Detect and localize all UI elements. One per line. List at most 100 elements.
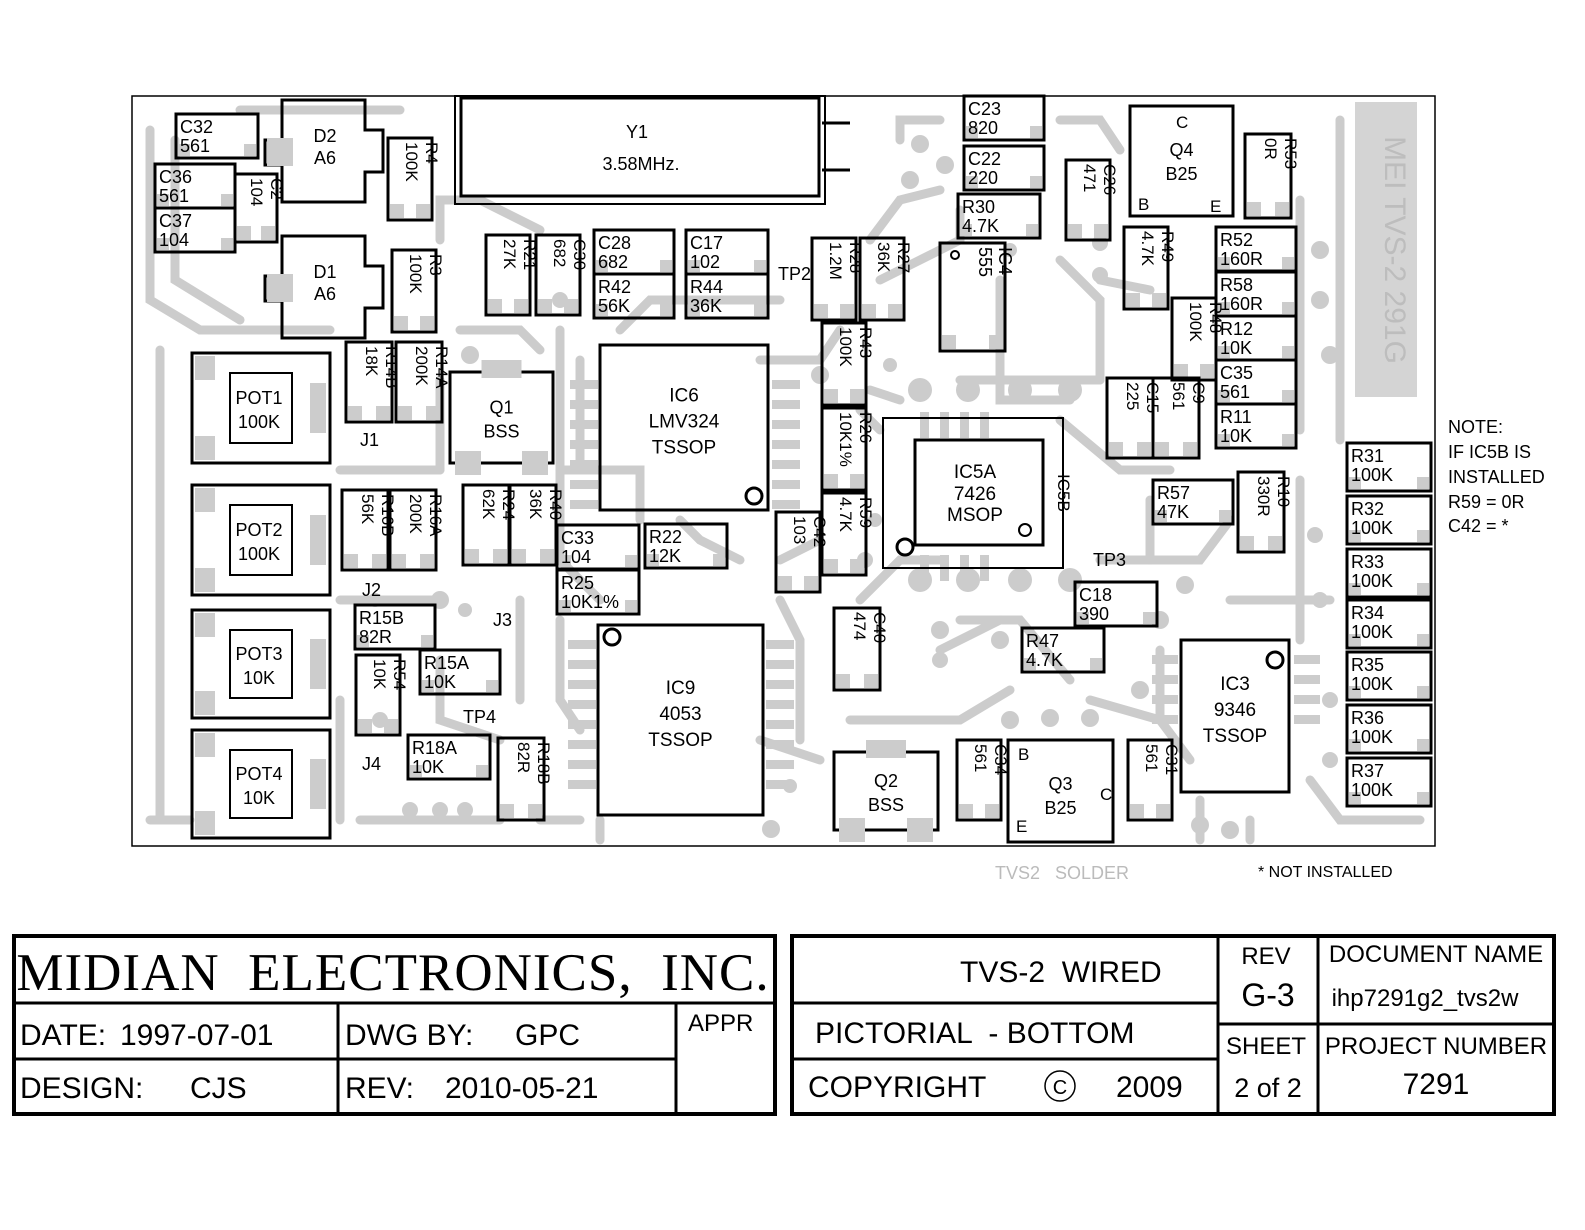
r54-value: 10K [370,659,389,690]
c23-ref: C23 [968,99,1001,119]
r35-ref: R35 [1351,655,1384,675]
r22-ref: R22 [649,527,682,547]
note-block: NOTE: IF IC5B IS INSTALLED R59 = 0R C42 … [1448,417,1545,536]
y1-ref: Y1 [626,122,648,142]
j3-label: J3 [493,610,512,630]
r14a-value: 200K [412,346,431,386]
r3-ref: R3 [426,254,445,276]
r37-ref: R37 [1351,761,1384,781]
r40-ref: R40 [546,489,565,520]
note-line-2: IF IC5B IS [1448,442,1531,462]
r26-ref: R26 [856,412,875,443]
sheet-value: 2 of 2 [1234,1073,1302,1103]
r53-value: 0R [1261,138,1280,160]
c2-value: 104 [247,178,266,206]
r59-value: 4.7K [836,497,855,533]
pot1-value: 100K [238,412,280,432]
r3-value: 100K [406,254,425,294]
r26-value: 10K1% [836,412,855,467]
project-value: 7291 [1403,1068,1470,1101]
tp2-label: TP2 [778,264,811,284]
note-line-5: C42 = * [1448,516,1509,536]
c9-value: 561 [1169,382,1188,410]
ic5b-ref: IC5B [1054,474,1073,512]
r4-value: 100K [402,142,421,182]
r15b-ref: R15B [359,608,404,628]
r42-value: 56K [598,296,630,316]
r18b-value: 82R [514,742,533,773]
r31-value: 100K [1351,465,1393,485]
c33-value: 104 [561,547,591,567]
ic3-value: 9346 [1214,700,1256,721]
r49-ref: R49 [1158,231,1177,262]
q4-pin-c: C [1176,113,1188,132]
r58-ref: R58 [1220,275,1253,295]
q3-pin-c: C [1100,785,1112,804]
r27-ref: R27 [894,242,913,273]
c28-value: 682 [598,252,628,272]
ic9-value: 4053 [659,704,701,725]
q4-pin-b: B [1138,195,1149,214]
project-label: PROJECT NUMBER [1325,1033,1547,1060]
r43-ref: R43 [856,327,875,358]
r16a-ref: R16A [426,494,445,537]
d2-ref: D2 [313,126,336,146]
r14a-ref: R14A [432,346,451,389]
r47-ref: R47 [1026,631,1059,651]
d2-value: A6 [314,148,336,168]
copyright-symbol: C [1053,1077,1067,1099]
dwg-by-label: DWG BY: [345,1019,473,1052]
r11-value: 10K [1220,426,1252,446]
c35-value: 561 [1220,382,1250,402]
r48-value: 100K [1186,302,1205,342]
r12-value: 10K [1220,338,1252,358]
r31-ref: R31 [1351,446,1384,466]
r30-value: 4.7K [962,216,999,236]
q4-pin-e: E [1210,197,1221,216]
c32-value: 561 [180,136,210,156]
c31-value: 561 [1142,744,1161,772]
pot3-value: 10K [243,668,275,688]
board-silk-label: MEI TVS-2 291G [1378,136,1411,364]
ic4-pin1-dot [950,250,960,260]
ic5a-ref: IC5A [954,462,997,483]
c18-value: 390 [1079,604,1109,624]
r25-ref: R25 [561,573,594,593]
c34-ref: C34 [991,744,1010,775]
rev-date-value: 2010-05-21 [445,1072,598,1105]
y1-value: 3.58MHz. [602,154,679,174]
copyright-label: COPYRIGHT [808,1071,986,1104]
r34-ref: R34 [1351,603,1384,623]
r42-ref: R42 [598,277,631,297]
r44-value: 36K [690,296,722,316]
rev-value: G-3 [1241,977,1294,1013]
